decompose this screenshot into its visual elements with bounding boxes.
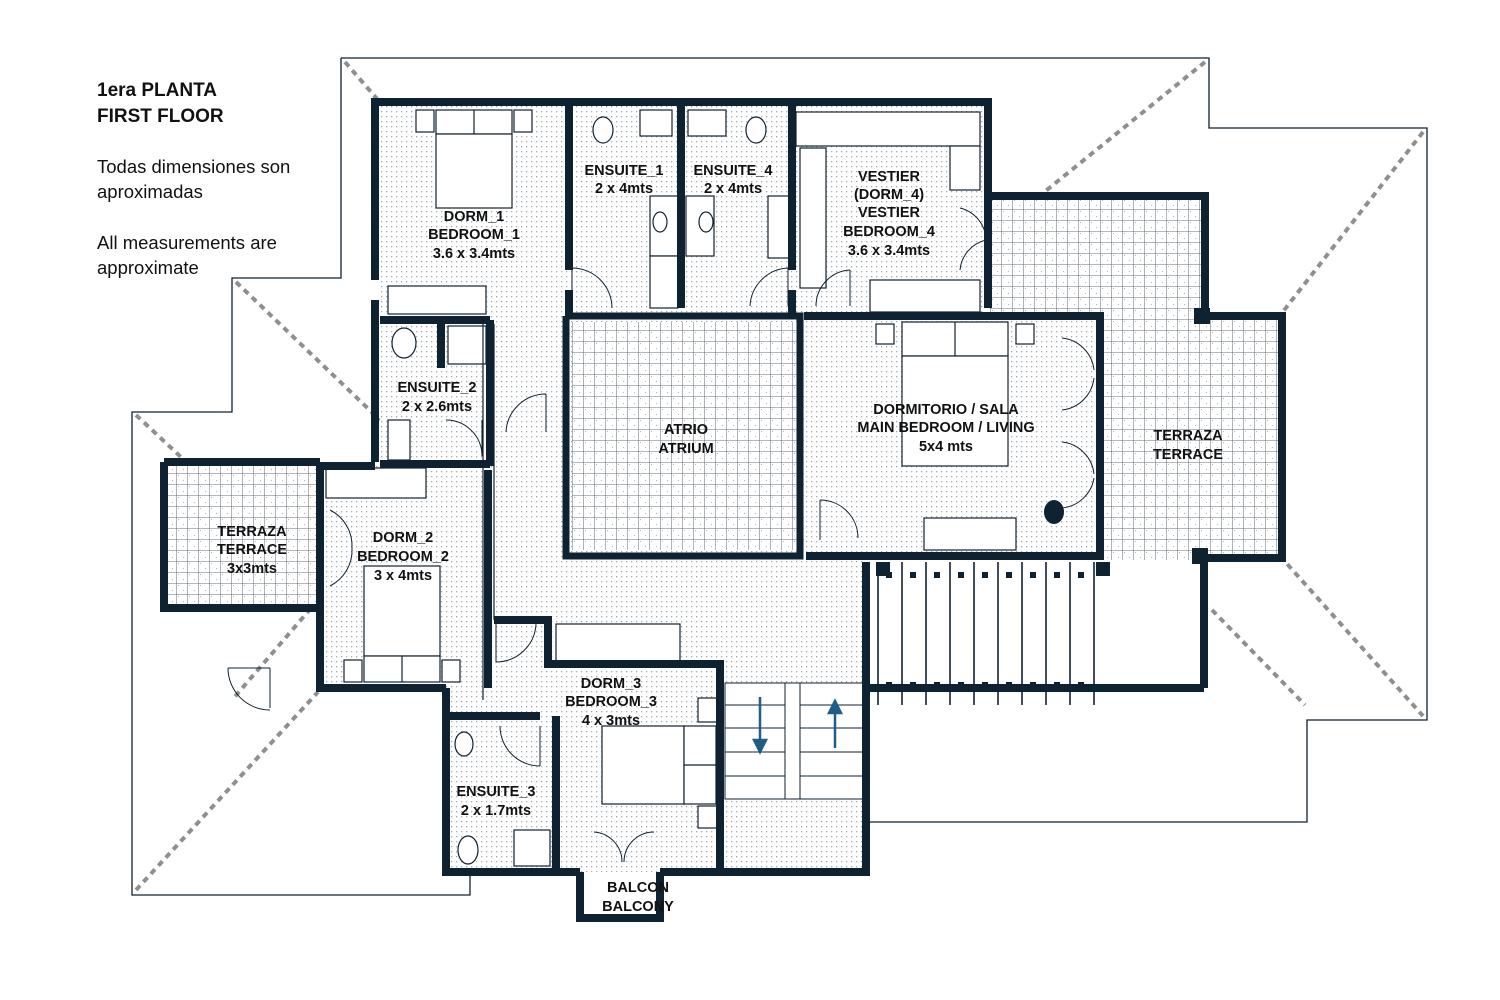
balcony-railing [868,560,1104,705]
note-english: All measurements are approximate [97,230,277,280]
walls [160,98,1286,922]
svg-text:ENSUITE_4: ENSUITE_4 [694,163,773,179]
room-label-ensuite-3: ENSUITE_3 2 x 1.7mts [457,784,536,819]
room-label-ensuite-1: ENSUITE_1 2 x 4mts [585,163,664,197]
note-en-line-1: All measurements are [97,232,277,253]
stair-up-arrow-icon [826,698,844,748]
room-label-atrium: ATRIO ATRIUM [658,422,713,457]
stair-down-arrow-icon [751,697,769,755]
svg-text:TERRAZA: TERRAZA [1153,428,1223,444]
room-label-dorm-2: DORM_2 BEDROOM_2 3 x 4mts [357,530,449,584]
svg-text:4 x 3mts: 4 x 3mts [582,713,640,729]
svg-text:DORM_2: DORM_2 [373,530,433,546]
svg-text:TERRAZA: TERRAZA [217,524,287,540]
tiled-areas [168,200,1280,604]
svg-text:3.6 x 3.4mts: 3.6 x 3.4mts [433,246,515,262]
svg-text:ATRIO: ATRIO [664,422,708,438]
room-label-ensuite-2: ENSUITE_2 2 x 2.6mts [398,380,477,415]
svg-text:VESTIER: VESTIER [858,205,921,221]
svg-text:3 x 4mts: 3 x 4mts [374,568,432,584]
svg-text:ENSUITE_3: ENSUITE_3 [457,784,536,800]
svg-text:BALCONY: BALCONY [602,899,674,915]
svg-text:DORMITORIO / SALA: DORMITORIO / SALA [873,402,1019,418]
note-es-line-2: aproximadas [97,181,203,202]
svg-text:MAIN BEDROOM / LIVING: MAIN BEDROOM / LIVING [857,420,1034,436]
room-label-ensuite-4: ENSUITE_4 2 x 4mts [694,163,773,197]
svg-text:TERRACE: TERRACE [1153,447,1223,463]
svg-text:BEDROOM_4: BEDROOM_4 [843,224,935,240]
svg-text:2 x 4mts: 2 x 4mts [704,181,762,197]
staircase [724,682,864,800]
svg-text:2 x 2.6mts: 2 x 2.6mts [402,399,472,415]
roof-outline [131,57,1428,896]
svg-text:DORM_3: DORM_3 [581,676,641,692]
heading-line-1: 1era PLANTA [97,80,218,101]
svg-text:BEDROOM_1: BEDROOM_1 [428,227,520,243]
note-en-line-2: approximate [97,257,199,278]
columns [876,308,1210,576]
room-label-vestier: VESTIER (DORM_4) VESTIER BEDROOM_4 3.6 x… [843,169,935,259]
plan-heading: 1era PLANTA FIRST FLOOR [97,78,224,130]
terrace-west-floor [168,466,320,604]
svg-text:5x4 mts: 5x4 mts [919,439,973,455]
fixtures [325,109,1035,867]
svg-text:2 x 1.7mts: 2 x 1.7mts [461,803,531,819]
room-label-balcony: BALCON BALCONY [602,880,674,915]
svg-text:BEDROOM_3: BEDROOM_3 [565,694,657,710]
svg-text:TERRACE: TERRACE [217,542,287,558]
heading-line-2: FIRST FLOOR [97,106,224,127]
thin-wall-lines [383,324,495,700]
svg-text:BALCON: BALCON [607,880,669,896]
room-label-main-bedroom: DORMITORIO / SALA MAIN BEDROOM / LIVING … [857,402,1034,455]
svg-text:ENSUITE_2: ENSUITE_2 [398,380,477,396]
room-label-dorm-3: DORM_3 BEDROOM_3 4 x 3mts [565,676,657,729]
note-spanish: Todas dimensiones son aproximadas [97,154,290,204]
svg-text:2 x 4mts: 2 x 4mts [595,181,653,197]
svg-text:ATRIUM: ATRIUM [658,441,713,457]
terrace-east-floor-3 [1100,200,1200,560]
svg-text:DORM_1: DORM_1 [444,209,504,225]
svg-text:BEDROOM_2: BEDROOM_2 [357,549,449,565]
room-label-terrace-east: TERRAZA TERRACE [1153,428,1223,463]
svg-text:ENSUITE_1: ENSUITE_1 [585,163,664,179]
svg-text:3.6 x 3.4mts: 3.6 x 3.4mts [848,243,930,259]
svg-text:3x3mts: 3x3mts [227,561,277,577]
atrium-floor [572,322,804,550]
svg-text:VESTIER: VESTIER [858,169,921,185]
room-label-terrace-west: TERRAZA TERRACE 3x3mts [217,524,287,577]
room-label-dorm-1: DORM_1 BEDROOM_1 3.6 x 3.4mts [428,209,520,262]
note-es-line-1: Todas dimensiones son [97,156,291,177]
svg-text:(DORM_4): (DORM_4) [854,187,924,203]
